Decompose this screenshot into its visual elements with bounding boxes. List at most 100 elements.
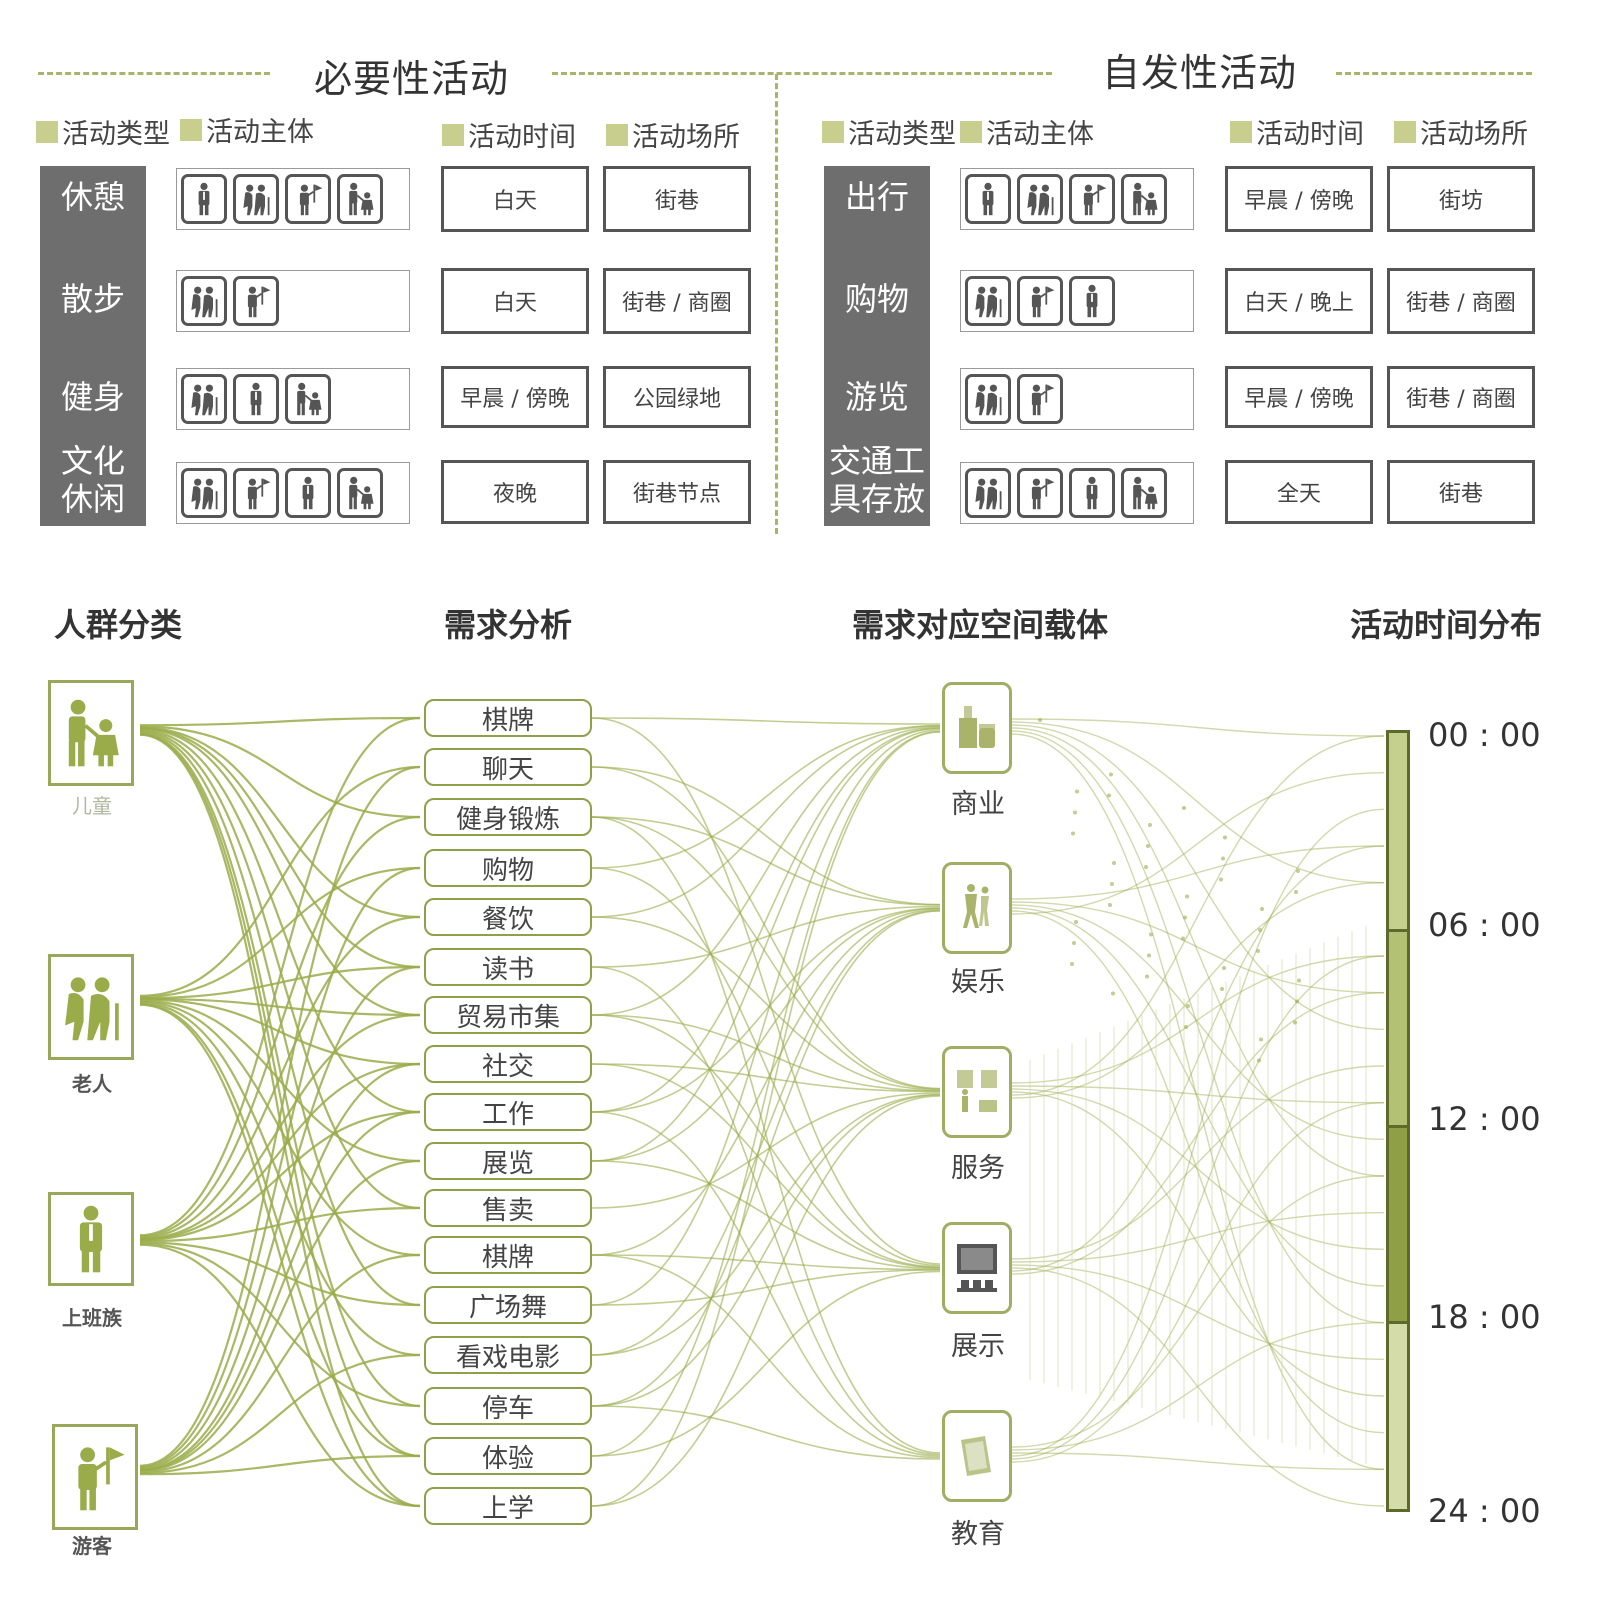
flow-curve — [139, 965, 421, 1470]
spontaneous-place-box: 街巷 / 商圈 — [1387, 366, 1535, 428]
child-icon — [1121, 468, 1167, 518]
flow-curve — [139, 730, 421, 1210]
flow-curve — [591, 907, 941, 1162]
header-label: 活动时间 — [468, 122, 576, 153]
tourist-icon — [1017, 468, 1063, 518]
flow-curve — [139, 997, 421, 1017]
spontaneous-type-label: 出行 — [844, 178, 909, 216]
flow-curve — [139, 1353, 421, 1475]
top-divider-right — [1336, 72, 1532, 75]
header-label: 活动类型 — [62, 119, 170, 150]
necessary-type-column — [40, 166, 146, 526]
header-activity-place: 活动场所 — [606, 115, 740, 154]
flow-curve — [591, 726, 941, 1016]
people-worker-icon — [48, 1192, 134, 1286]
header-square — [606, 123, 628, 146]
education-icon — [942, 1410, 1012, 1502]
flow-curve — [139, 999, 421, 1163]
header-activity-subject: 活动主体 — [180, 110, 314, 149]
worker-icon — [1069, 276, 1115, 326]
flow-curve — [591, 1094, 941, 1407]
header-label: 活动时间 — [1256, 119, 1364, 150]
flow-curve — [1011, 1452, 1385, 1471]
time-tick-24: 24 : 00 — [1428, 1492, 1541, 1530]
flow-curve — [139, 727, 421, 1017]
time-tick-6: 06 : 00 — [1428, 906, 1541, 944]
heading-needs: 需求分析 — [444, 606, 573, 644]
need-item: 售卖 — [424, 1189, 592, 1227]
people-label: 上班族 — [62, 1306, 122, 1330]
spontaneous-subject-box — [960, 462, 1194, 524]
flow-curve — [139, 1001, 421, 1357]
elderly-icon — [965, 276, 1011, 326]
header-activity-time: 活动时间 — [442, 115, 576, 154]
necessary-time-box: 夜晚 — [441, 460, 589, 524]
flow-curve — [139, 765, 421, 997]
flow-curve — [591, 816, 941, 906]
necessary-time-box: 白天 — [441, 166, 589, 232]
flow-curve — [591, 727, 941, 1162]
flow-curve — [139, 1003, 421, 1508]
spontaneous-time-box: 早晨 / 傍晚 — [1225, 366, 1373, 428]
spontaneous-title: 自发性活动 — [1090, 42, 1310, 97]
necessary-title: 必要性活动 — [302, 48, 522, 103]
tourist-icon — [285, 174, 331, 224]
need-item: 读书 — [424, 948, 592, 986]
spontaneous-type-label: 游览 — [844, 378, 909, 416]
flow-curve — [591, 1160, 941, 1270]
spontaneous-place-box: 街坊 — [1387, 166, 1535, 232]
flow-curve — [1011, 901, 1385, 994]
spontaneous-subject-box — [960, 368, 1194, 430]
flow-curve — [591, 1063, 941, 1093]
time-bar-segment-afternoon — [1389, 1125, 1407, 1324]
child-icon — [285, 374, 331, 424]
spontaneous-place-box: 街巷 / 商圈 — [1387, 268, 1535, 334]
flow-curve — [591, 1014, 941, 1092]
flow-curve — [139, 1241, 421, 1307]
spontaneous-subject-box — [960, 270, 1194, 332]
header-square — [960, 120, 982, 143]
flow-curve — [591, 905, 941, 968]
worker-icon — [1069, 468, 1115, 518]
spontaneous-place-box: 街巷 — [1387, 460, 1535, 524]
flow-curve — [139, 725, 421, 819]
people-tourist-icon — [52, 1424, 138, 1530]
flow-curve — [1011, 724, 1385, 1031]
flow-curve — [591, 1092, 941, 1209]
worker-icon — [181, 174, 227, 224]
header-label: 活动场所 — [1420, 119, 1528, 150]
header-square — [1230, 120, 1252, 143]
flow-curve — [139, 866, 421, 1469]
flow-curve — [139, 1253, 421, 1473]
need-item: 体验 — [424, 1437, 592, 1475]
necessary-subject-box — [176, 168, 410, 230]
flow-curve — [139, 1243, 421, 1508]
flow-curve — [591, 1111, 941, 1457]
flow-curve — [139, 1110, 421, 1472]
flow-curve — [139, 998, 421, 1066]
flow-curve — [139, 716, 421, 727]
need-item: 上学 — [424, 1487, 592, 1525]
child-icon — [1121, 174, 1167, 224]
entertainment-icon — [942, 862, 1012, 954]
elderly-icon — [965, 374, 1011, 424]
flow-curve — [591, 727, 941, 1113]
necessary-type-label: 散步 — [60, 280, 125, 318]
flow-curve — [139, 1062, 421, 1241]
elderly-icon — [965, 468, 1011, 518]
flow-curve — [591, 1254, 941, 1459]
necessary-time-box: 早晨 / 傍晚 — [441, 366, 589, 428]
child-icon — [337, 174, 383, 224]
elderly-icon — [1017, 174, 1063, 224]
tourist-icon — [233, 468, 279, 518]
top-divider-mid — [552, 72, 1052, 75]
flow-curve — [1011, 718, 1385, 737]
header-square — [180, 118, 202, 141]
header-label: 活动主体 — [986, 119, 1094, 150]
necessary-type-label: 文化 休闲 — [60, 442, 125, 518]
flow-curve — [591, 724, 941, 869]
service-icon — [942, 1046, 1012, 1138]
flow-curve — [139, 1062, 421, 1471]
header-square — [822, 120, 844, 143]
flow-curve — [591, 816, 941, 1090]
